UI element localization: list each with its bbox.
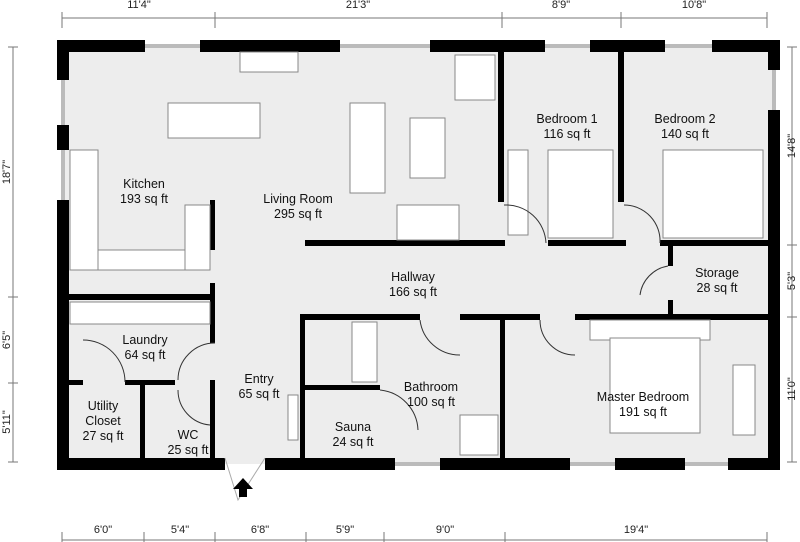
room-name: WC [177, 428, 199, 442]
room-area: 65 sq ft [238, 387, 280, 401]
bench [287, 394, 299, 441]
dimension-lines [8, 12, 797, 542]
room-name: Master Bedroom [596, 390, 690, 404]
doors [82, 204, 669, 502]
dim-top-1: 11'4" [127, 0, 151, 11]
room-area: 25 sq ft [167, 443, 209, 457]
room-area: 166 sq ft [389, 285, 437, 299]
counter [239, 51, 299, 73]
shower [459, 414, 499, 456]
dim-bottom-6: 19'4" [623, 524, 649, 536]
room-name: Utility Closet [85, 399, 121, 428]
entrance-arrow-icon [233, 478, 253, 497]
room-name: Hallway [391, 270, 435, 284]
room-area: 64 sq ft [124, 348, 166, 362]
dim-right-3: 11'0" [786, 377, 798, 401]
room-name: Kitchen [123, 177, 165, 191]
dim-right-2: 5'3" [786, 271, 798, 291]
bed-2 [662, 149, 764, 239]
coffee-table [409, 117, 446, 179]
master-bed [609, 337, 701, 434]
bathtub [351, 321, 378, 383]
room-name: Bathroom [403, 380, 459, 394]
dim-bottom-2: 5'4" [170, 524, 190, 536]
dim-top-3: 8'9" [551, 0, 571, 11]
exterior-walls [57, 40, 780, 470]
dim-left-2: 6'5" [1, 330, 13, 350]
furniture [69, 51, 764, 456]
room-name: Entry [244, 372, 274, 386]
dim-bottom-1: 6'0" [93, 524, 113, 536]
armchair [396, 204, 460, 241]
bed-1 [547, 149, 614, 239]
room-area: 191 sq ft [619, 405, 667, 419]
dim-right-1: 14'8" [786, 133, 798, 159]
room-name: Bedroom 1 [536, 112, 598, 126]
room-area: 28 sq ft [696, 281, 738, 295]
room-area: 100 sq ft [407, 395, 455, 409]
windows [61, 44, 776, 466]
dim-left-3: 5'11" [1, 410, 13, 434]
dim-top-2: 21'3" [345, 0, 371, 11]
dresser [589, 319, 711, 341]
room-name: Bedroom 2 [654, 112, 716, 126]
corner-cabinet [454, 54, 496, 101]
interior-walls [63, 52, 770, 464]
room-area: 24 sq ft [332, 435, 374, 449]
room-area: 116 sq ft [543, 127, 591, 141]
room-name: Living Room [263, 192, 333, 206]
room-name: Sauna [334, 420, 372, 434]
room-name: Laundry [122, 333, 168, 347]
laundry-counter [69, 301, 211, 325]
kitchen-counter [69, 149, 99, 271]
wardrobe-master [732, 364, 756, 436]
dining-table [167, 102, 261, 139]
dim-top-4: 10'8" [681, 0, 707, 11]
dim-left-1: 18'7" [1, 159, 13, 185]
dim-bottom-3: 6'8" [250, 524, 270, 536]
dim-bottom-5: 9'0" [435, 524, 455, 536]
dim-bottom-4: 5'9" [335, 524, 355, 536]
room-area: 295 sq ft [274, 207, 322, 221]
wardrobe-1 [507, 149, 529, 236]
room-name: Storage [695, 266, 739, 280]
sofa [349, 102, 386, 194]
room-area: 193 sq ft [120, 192, 168, 206]
room-area: 27 sq ft [82, 429, 124, 443]
room-area: 140 sq ft [661, 127, 709, 141]
